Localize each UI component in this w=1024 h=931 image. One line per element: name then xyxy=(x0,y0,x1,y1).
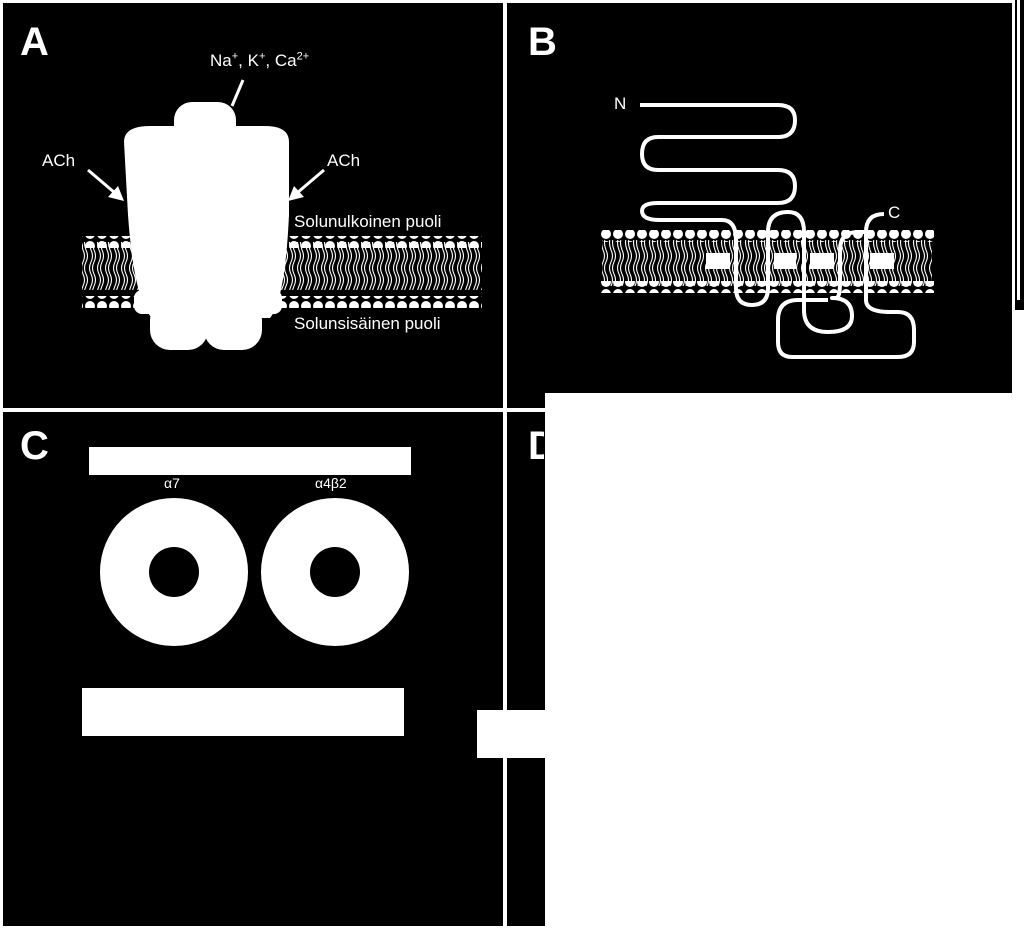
frame-bottom xyxy=(0,926,545,931)
panel-divider-vertical xyxy=(503,0,507,931)
alpha7-label: α7 xyxy=(164,475,180,491)
panel-c-top-bar xyxy=(89,447,411,475)
c-terminus-label: C xyxy=(888,203,901,222)
panel-letter-a: A xyxy=(20,20,49,64)
panel-d-connector xyxy=(477,710,547,758)
panel-b-helix-marker xyxy=(870,253,894,269)
alpha4beta2-label: α4β2 xyxy=(315,475,347,491)
ion-k-charge: + xyxy=(258,50,266,63)
n-terminus-label: N xyxy=(614,94,627,113)
panel-b-helix-marker xyxy=(706,253,730,269)
extracellular-side-label: Solunulkoinen puoli xyxy=(294,212,442,231)
frame-left xyxy=(0,0,3,931)
panel-divider-horizontal xyxy=(0,408,1015,412)
panel-letter-d: D xyxy=(528,426,544,466)
panel-b-helix-marker xyxy=(774,253,796,269)
ach-label-left: ACh xyxy=(42,151,76,170)
frame-right-edge xyxy=(1017,0,1020,300)
panel-a-receptor-channel xyxy=(124,102,289,350)
ion-na-charge: + xyxy=(231,50,239,63)
ion-ca: Ca xyxy=(274,51,297,70)
ion-label: Na+, K+, Ca2+ xyxy=(210,50,310,70)
ach-label-right: ACh xyxy=(327,151,361,170)
panel-b-helix-marker xyxy=(810,253,834,269)
alpha4beta2-pore xyxy=(310,547,360,597)
intracellular-side-label: Solunsisäinen puoli xyxy=(294,314,441,333)
panel-c-shapes xyxy=(82,447,411,736)
panel-b-subunit-chain xyxy=(640,103,916,359)
frame-top xyxy=(0,0,1015,3)
panel-d-cover xyxy=(545,393,1024,931)
ion-separator: , xyxy=(238,51,248,70)
panel-a-arrows xyxy=(87,79,325,201)
panel-c-bottom-bar xyxy=(82,688,404,736)
ion-ca-charge: 2+ xyxy=(296,50,310,63)
ion-separator: , xyxy=(265,51,275,70)
ion-k: K xyxy=(247,51,259,70)
alpha7-pore xyxy=(149,547,199,597)
panel-letter-b: B xyxy=(528,20,557,64)
panel-d-right-strip xyxy=(1015,310,1024,400)
panel-letter-c: C xyxy=(20,424,49,468)
ion-na: Na xyxy=(210,51,232,70)
frame-right-b xyxy=(1012,0,1015,395)
